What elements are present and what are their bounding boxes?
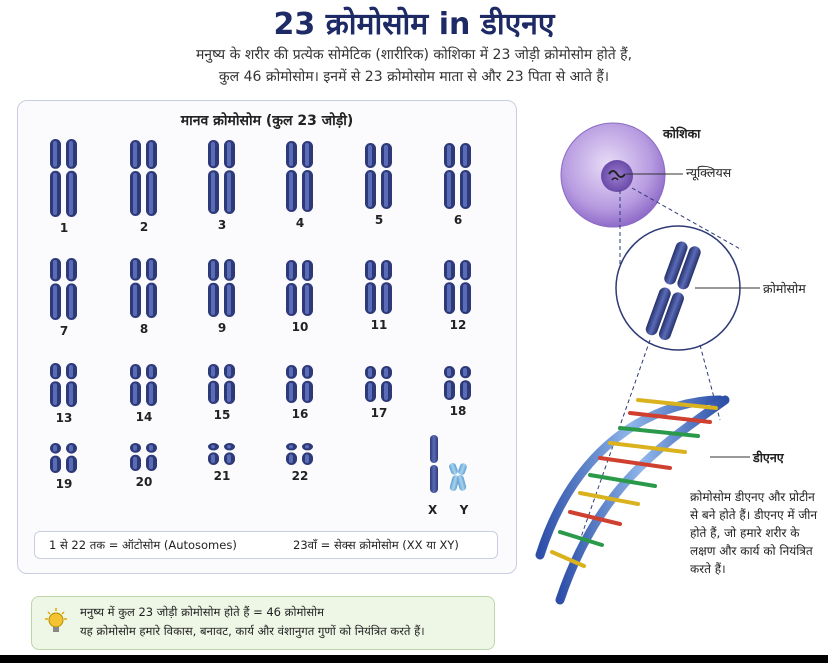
chromosome-icon: [444, 142, 471, 209]
chromosome-number: 7: [59, 323, 69, 338]
dna-description: क्रोमोसोम डीएनए और प्रोटीन से बने होते ह…: [690, 490, 818, 576]
chromosome-icon: [286, 141, 313, 213]
chromosome-icon: [208, 259, 235, 317]
nucleus-label: न्यूक्लियस: [686, 165, 732, 180]
chromosome-pair-16: 16: [270, 363, 330, 421]
chromosome-number: 11: [370, 318, 388, 333]
nucleus-icon: [601, 160, 633, 192]
subtitle-line-2: कुल 46 क्रोमोसोम। इनमें से 23 क्रोमोसोम …: [218, 69, 610, 85]
chromosome-icon: [130, 363, 157, 406]
chromosome-pair-3: 3: [192, 138, 252, 232]
note-line-1: मनुष्य में कुल 23 जोड़ी क्रोमोसोम होते ह…: [80, 605, 324, 619]
chromosome-pair-20: 20: [114, 441, 174, 489]
chromosome-icon: [208, 364, 235, 405]
chromosome-icon: [130, 443, 157, 471]
xy-chromosome-icon: [430, 435, 467, 493]
page-title: 23 क्रोमोसोम in डीएनए: [273, 7, 555, 42]
chromosome-pair-6: 6: [428, 141, 488, 227]
chromosome-icon: [50, 139, 77, 217]
chromosome-number: 12: [449, 318, 467, 333]
note-line-2: यह क्रोमोसोम हमारे विकास, बनावट, कार्य औ…: [80, 624, 425, 638]
chromosome-pair-4: 4: [270, 139, 330, 230]
cell-label: कोशिका: [663, 126, 701, 141]
sex-chromosomes: X Y: [416, 431, 486, 517]
chromosome-icon: [208, 443, 235, 465]
chromosome-pair-19: 19: [34, 441, 94, 491]
chromosome-icon: [286, 365, 313, 403]
chromosome-icon: [286, 443, 313, 465]
chromosome-number: 3: [217, 218, 227, 233]
chromosome-number: 21: [213, 469, 231, 483]
karyotype-title: मानव क्रोमोसोम (कुल 23 जोड़ी): [180, 113, 354, 129]
chromosome-pair-17: 17: [349, 364, 409, 420]
chromosome-pair-13: 13: [34, 361, 94, 425]
chromosome-icon: [365, 260, 392, 315]
chromosome-number: 9: [217, 321, 227, 335]
y-label: Y: [459, 503, 469, 517]
chromosome-number: 4: [295, 216, 305, 231]
chromosome-icon: [444, 260, 471, 315]
chromosome-number: 8: [139, 322, 149, 337]
legend-sex-chromosome: 23वाँ = सेक्स क्रोमोसोम (XX या XY): [293, 538, 459, 552]
chromosome-icon: [130, 258, 157, 319]
chromosome-number: 19: [55, 477, 73, 491]
chromosome-pair-22: 22: [270, 441, 330, 483]
chromosome-label: क्रोमोसोम: [763, 281, 806, 296]
chromosome-number: 16: [291, 407, 309, 421]
chromosome-icon: [208, 140, 235, 215]
chromosome-number: 14: [135, 409, 153, 424]
chromosome-pair-10: 10: [270, 258, 330, 334]
chromosome-pair-21: 21: [192, 441, 252, 483]
page-subtitle: मनुष्य के शरीर की प्रत्येक सोमेटिक (शारी…: [60, 44, 768, 88]
chromosome-number: 1: [59, 221, 69, 235]
chromosome-pair-12: 12: [428, 258, 488, 332]
chromosome-icon: [444, 366, 471, 401]
chromosome-big-icon: [645, 241, 701, 341]
chromosome-number: 17: [370, 405, 388, 420]
bottom-bar: [0, 655, 828, 663]
chromosome-number: 10: [291, 319, 309, 334]
chromosome-icon: [365, 365, 392, 402]
chromosome-pair-18: 18: [428, 364, 488, 418]
chromosome-icon: [50, 257, 77, 320]
chromosome-pair-2: 2: [114, 138, 174, 234]
chromosome-pair-9: 9: [192, 257, 252, 335]
chromosome-icon: [50, 363, 77, 408]
legend-autosome: 1 से 22 तक = ऑटोसोम (Autosomes): [49, 538, 237, 552]
chromosome-pair-7: 7: [34, 256, 94, 338]
chromosome-pair-14: 14: [114, 362, 174, 424]
lightbulb-icon: [45, 608, 67, 632]
cell-to-dna-illustration: [535, 122, 760, 605]
chromosome-number: 15: [213, 408, 231, 423]
chromosome-number: 22: [291, 469, 309, 483]
chromosome-number: 5: [374, 212, 384, 227]
chromosome-number: 20: [135, 475, 153, 489]
chromosome-pair-1: 1: [34, 137, 94, 235]
dna-label: डीएनए: [753, 450, 784, 465]
chromosome-icon: [130, 139, 157, 216]
chromosome-number: 13: [55, 411, 73, 426]
chromosome-number: 2: [139, 219, 149, 234]
chromosome-pair-8: 8: [114, 256, 174, 336]
chromosome-icon: [50, 443, 77, 473]
chromosome-pair-15: 15: [192, 362, 252, 422]
karyotype-legend: 1 से 22 तक = ऑटोसोम (Autosomes) 23वाँ = …: [34, 531, 498, 559]
chromosome-number: 18: [449, 404, 467, 419]
info-note: मनुष्य में कुल 23 जोड़ी क्रोमोसोम होते ह…: [31, 596, 495, 650]
x-label: X: [428, 503, 438, 517]
chromosome-icon: [286, 259, 313, 316]
dna-helix-icon: [535, 395, 730, 605]
chromosome-pair-11: 11: [349, 258, 409, 332]
subtitle-line-1: मनुष्य के शरीर की प्रत्येक सोमेटिक (शारी…: [195, 47, 633, 63]
chromosome-icon: [365, 142, 392, 209]
chromosome-number: 6: [453, 212, 463, 227]
chromosome-pair-5: 5: [349, 141, 409, 227]
